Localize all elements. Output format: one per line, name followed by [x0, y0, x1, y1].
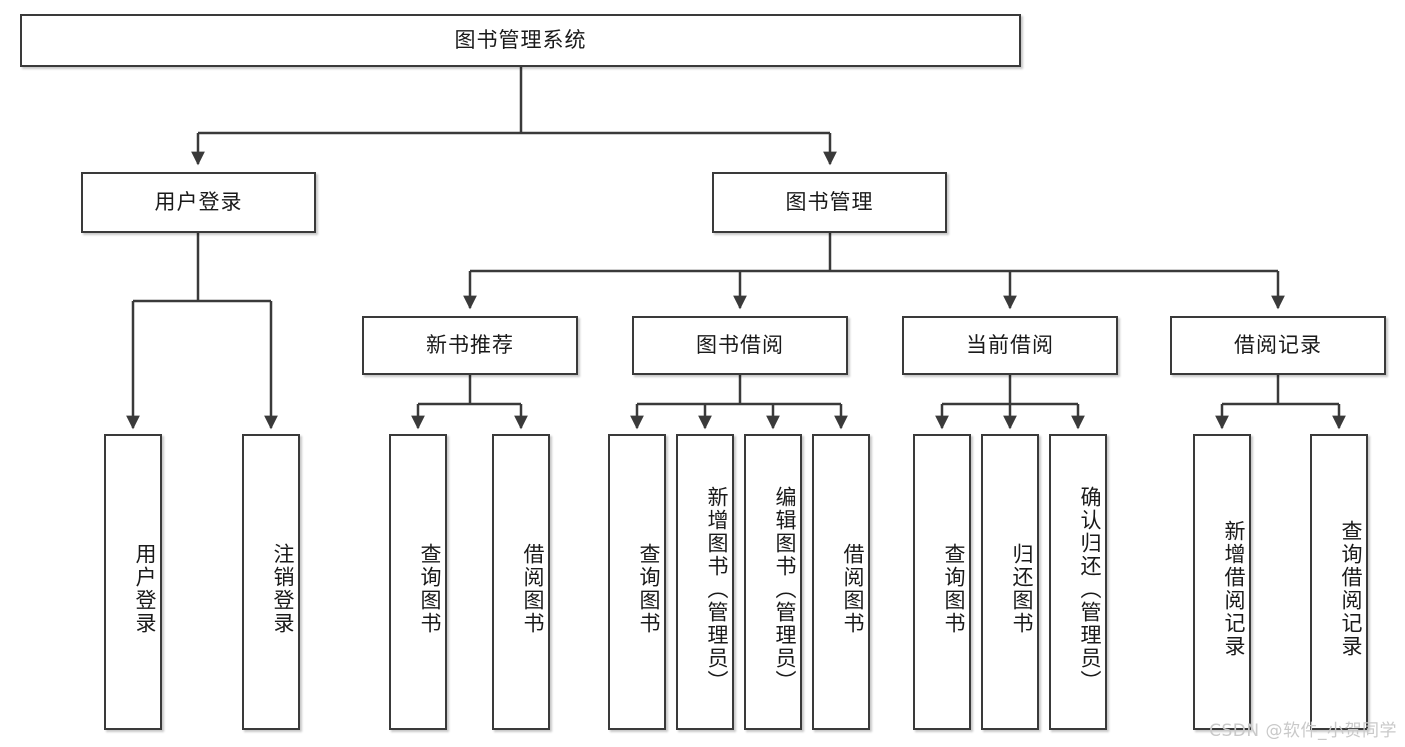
node-leaf-user-login-label: 用户登录	[133, 543, 157, 635]
node-book-borrow[interactable]: 图书借阅	[632, 316, 848, 375]
node-leaf-logout-login-label: 注销登录	[271, 543, 295, 635]
node-leaf-logout-login[interactable]: 注销登录	[242, 434, 300, 730]
node-leaf-query-book-1[interactable]: 查询图书	[389, 434, 447, 730]
node-book-borrow-label: 图书借阅	[696, 332, 784, 357]
node-leaf-query-book-2[interactable]: 查询图书	[608, 434, 666, 730]
node-leaf-borrow-book-2[interactable]: 借阅图书	[812, 434, 870, 730]
node-user-login-label: 用户登录	[154, 189, 243, 214]
node-root-label: 图书管理系统	[454, 27, 587, 52]
node-leaf-add-book-label: 新增图书（管理员）	[705, 485, 729, 693]
node-leaf-query-book-3[interactable]: 查询图书	[913, 434, 971, 730]
node-new-book-recommend-label: 新书推荐	[426, 332, 514, 357]
node-leaf-borrow-book-1[interactable]: 借阅图书	[492, 434, 550, 730]
node-new-book-recommend[interactable]: 新书推荐	[362, 316, 578, 375]
node-book-management[interactable]: 图书管理	[712, 172, 947, 233]
node-leaf-edit-book[interactable]: 编辑图书（管理员）	[744, 434, 802, 730]
node-leaf-user-login[interactable]: 用户登录	[104, 434, 162, 730]
node-book-management-label: 图书管理	[785, 189, 874, 214]
node-borrow-record[interactable]: 借阅记录	[1170, 316, 1386, 375]
node-current-borrow-label: 当前借阅	[966, 332, 1054, 357]
node-leaf-query-record[interactable]: 查询借阅记录	[1310, 434, 1368, 730]
node-leaf-return-book-label: 归还图书	[1010, 543, 1034, 635]
node-borrow-record-label: 借阅记录	[1234, 332, 1322, 357]
node-leaf-confirm-return[interactable]: 确认归还（管理员）	[1049, 434, 1107, 730]
node-leaf-add-book[interactable]: 新增图书（管理员）	[676, 434, 734, 730]
watermark-text: CSDN @软件_小贺同学	[1209, 721, 1397, 741]
node-leaf-add-record-label: 新增借阅记录	[1222, 520, 1246, 658]
node-leaf-query-book-2-label: 查询图书	[637, 543, 661, 635]
node-leaf-edit-book-label: 编辑图书（管理员）	[773, 485, 797, 693]
node-leaf-query-book-1-label: 查询图书	[418, 543, 442, 635]
node-user-login[interactable]: 用户登录	[81, 172, 316, 233]
node-leaf-borrow-book-1-label: 借阅图书	[521, 543, 545, 635]
node-root[interactable]: 图书管理系统	[20, 14, 1021, 67]
node-leaf-borrow-book-2-label: 借阅图书	[841, 543, 865, 635]
node-leaf-return-book[interactable]: 归还图书	[981, 434, 1039, 730]
node-leaf-confirm-return-label: 确认归还（管理员）	[1078, 485, 1102, 693]
node-current-borrow[interactable]: 当前借阅	[902, 316, 1118, 375]
node-leaf-query-book-3-label: 查询图书	[942, 543, 966, 635]
node-leaf-query-record-label: 查询借阅记录	[1339, 520, 1363, 658]
node-leaf-add-record[interactable]: 新增借阅记录	[1193, 434, 1251, 730]
